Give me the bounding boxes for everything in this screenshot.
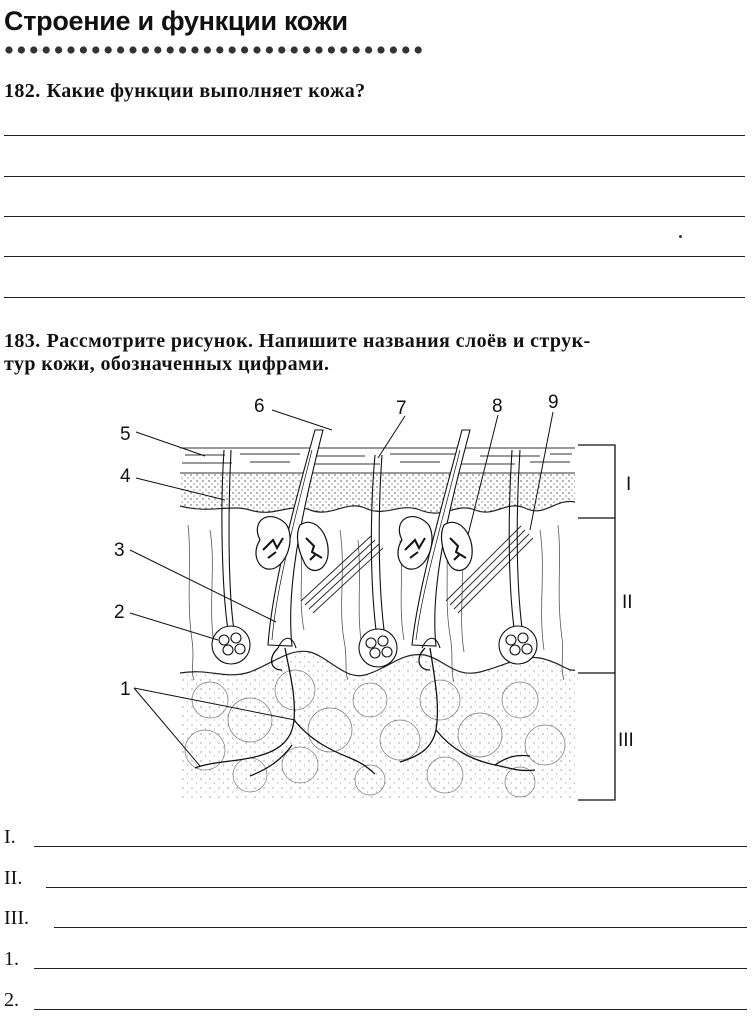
task-183-question: 183.Рассмотрите рисунок. Напишите назван…: [4, 330, 591, 376]
answer-line[interactable]: [4, 216, 745, 217]
divider-dot: [5, 46, 13, 54]
divider-dot: [303, 46, 311, 54]
divider-dot: [402, 46, 410, 54]
layer-brackets: [578, 444, 616, 801]
answer-label: II.: [4, 867, 23, 889]
divider-dot: [42, 46, 50, 54]
divider-dot: [104, 46, 112, 54]
answer-line[interactable]: [34, 968, 747, 969]
divider-dot: [129, 46, 137, 54]
divider-dot: [179, 46, 187, 54]
task-183-number: 183.: [4, 330, 41, 352]
divider-dot: [253, 46, 261, 54]
number-label-2: 2: [114, 602, 125, 623]
number-label-5: 5: [120, 424, 131, 445]
number-label-1: 1: [120, 679, 131, 700]
divider-dot: [92, 46, 100, 54]
divider-dot: [228, 46, 236, 54]
answer-line[interactable]: [4, 135, 745, 136]
answer-row-II: II.: [4, 864, 747, 892]
answer-line[interactable]: [54, 927, 747, 928]
answer-row-1: 1.: [4, 945, 747, 973]
answer-label: 1.: [4, 948, 19, 970]
divider-dot: [55, 46, 63, 54]
sebaceous-glands: [255, 515, 473, 572]
divider-dot: [67, 46, 75, 54]
fat-lobules: [184, 669, 566, 798]
divider-dot: [79, 46, 87, 54]
divider-dot: [191, 46, 199, 54]
decorative-dot-divider: [5, 46, 422, 54]
divider-dot: [166, 46, 174, 54]
task-182-question: 182.Какие функции выполняет кожа?: [4, 80, 366, 103]
answer-line[interactable]: [34, 1009, 747, 1010]
divider-dot: [278, 46, 286, 54]
divider-dot: [414, 46, 422, 54]
divider-dot: [241, 46, 249, 54]
nerves-vessels: [194, 647, 536, 777]
divider-dot: [327, 46, 335, 54]
divider-dot: [141, 46, 149, 54]
number-label-4: 4: [120, 466, 131, 487]
skin-structure-diagram: I II III 1 2 3 4 5 6 7 8 9: [114, 392, 634, 801]
task-183-line1: Рассмотрите рисунок. Напишите названия с…: [46, 330, 591, 352]
answer-label: I.: [4, 826, 16, 848]
stratum-basale: [180, 473, 575, 514]
number-label-3: 3: [114, 540, 125, 561]
divider-dot: [216, 46, 224, 54]
task-182-text: Какие функции выполняет кожа?: [46, 80, 366, 102]
divider-dot: [315, 46, 323, 54]
layer-label-I: I: [626, 474, 631, 495]
answer-line[interactable]: [46, 887, 747, 888]
divider-dot: [365, 46, 373, 54]
leader-lines: [129, 409, 554, 767]
divider-dot: [117, 46, 125, 54]
divider-dot: [377, 46, 385, 54]
answer-row-I: I.: [4, 823, 747, 851]
answer-label: III.: [4, 907, 29, 929]
divider-dot: [290, 46, 298, 54]
fat-layer: [180, 651, 575, 800]
answer-line[interactable]: [34, 846, 747, 847]
divider-dot: [17, 46, 25, 54]
stratum-corneum: [180, 445, 575, 473]
divider-dot: [389, 46, 397, 54]
divider-dot: [352, 46, 360, 54]
number-label-9: 9: [548, 392, 559, 413]
divider-dot: [30, 46, 38, 54]
answer-line[interactable]: [4, 297, 745, 298]
answer-row-III: III.: [4, 904, 747, 932]
number-label-7: 7: [396, 398, 407, 419]
answer-label: 2.: [4, 989, 19, 1011]
divider-dot: [203, 46, 211, 54]
number-label-6: 6: [254, 396, 265, 417]
divider-dot: [340, 46, 348, 54]
sweat-glands: [211, 625, 538, 668]
task-182-number: 182.: [4, 80, 41, 102]
arrector-muscles: [300, 525, 534, 614]
page-title: Строение и функции кожи: [4, 6, 348, 36]
layer-label-III: III: [618, 730, 634, 751]
answer-line[interactable]: [4, 176, 745, 177]
answer-row-2: 2.: [4, 986, 747, 1014]
task-183-line2: тур кожи, обозначенных цифрами.: [4, 353, 330, 375]
divider-dot: [265, 46, 273, 54]
stray-dot: [679, 235, 682, 238]
answer-line[interactable]: [4, 256, 745, 257]
divider-dot: [154, 46, 162, 54]
layer-label-II: II: [622, 592, 633, 613]
number-label-8: 8: [492, 396, 503, 417]
